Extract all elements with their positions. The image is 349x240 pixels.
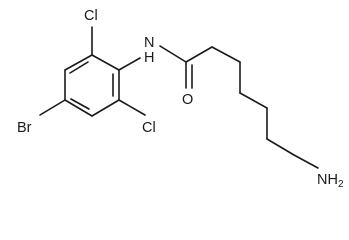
bond-chain-1 bbox=[185, 46, 213, 63]
structure-diagram: Cl N H O Br Cl NH2 bbox=[17, 8, 344, 190]
bond-chain-7 bbox=[293, 154, 319, 169]
atom-nh-h: H bbox=[144, 50, 154, 66]
atom-cl-top: Cl bbox=[84, 8, 98, 24]
atom-amine-nh: NH bbox=[317, 172, 338, 188]
atom-o: O bbox=[182, 92, 193, 108]
bond-chain-2 bbox=[211, 46, 241, 63]
bond-c1-nh bbox=[118, 57, 141, 71]
bond-ring-c2-c3 bbox=[64, 54, 93, 71]
atom-nh-n: N bbox=[144, 35, 154, 51]
atom-amine-subscript: 2 bbox=[338, 179, 344, 190]
bond-ring-double-1 bbox=[69, 61, 89, 74]
bond-ring-double-2 bbox=[70, 98, 90, 110]
bond-ring-c1-c2 bbox=[91, 54, 120, 71]
bond-chain-6 bbox=[266, 138, 295, 156]
bond-nh-carbonyl bbox=[159, 45, 187, 63]
atom-cl-bottom: Cl bbox=[142, 120, 156, 136]
bond-ring-c4-c5 bbox=[64, 99, 93, 117]
atom-amine: NH2 bbox=[317, 172, 344, 190]
bond-c5-cl-bottom bbox=[118, 99, 146, 116]
molecule-drawing: Cl N H O Br Cl NH2 bbox=[17, 8, 344, 190]
benzene-ring bbox=[64, 54, 120, 117]
bond-c4-br bbox=[39, 99, 66, 116]
bond-ring-c5-c6 bbox=[91, 99, 120, 117]
bond-chain-4 bbox=[239, 92, 268, 109]
atom-br: Br bbox=[17, 120, 32, 136]
